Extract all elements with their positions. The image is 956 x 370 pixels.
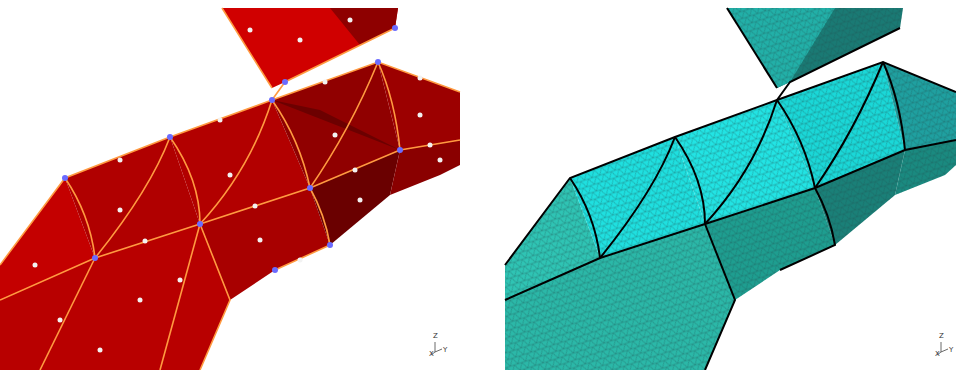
axis-label: Y xyxy=(949,346,953,354)
axis-label: Z xyxy=(939,332,944,340)
surface-patches-left xyxy=(0,8,460,370)
axis-label: X xyxy=(935,350,940,358)
mesh-surface-right xyxy=(505,8,956,370)
curve-network-left xyxy=(0,8,460,370)
control-points-left xyxy=(33,18,443,353)
axis-label: Z xyxy=(433,332,438,340)
axis-label: X xyxy=(429,350,434,358)
axis-label: Y xyxy=(443,346,447,354)
